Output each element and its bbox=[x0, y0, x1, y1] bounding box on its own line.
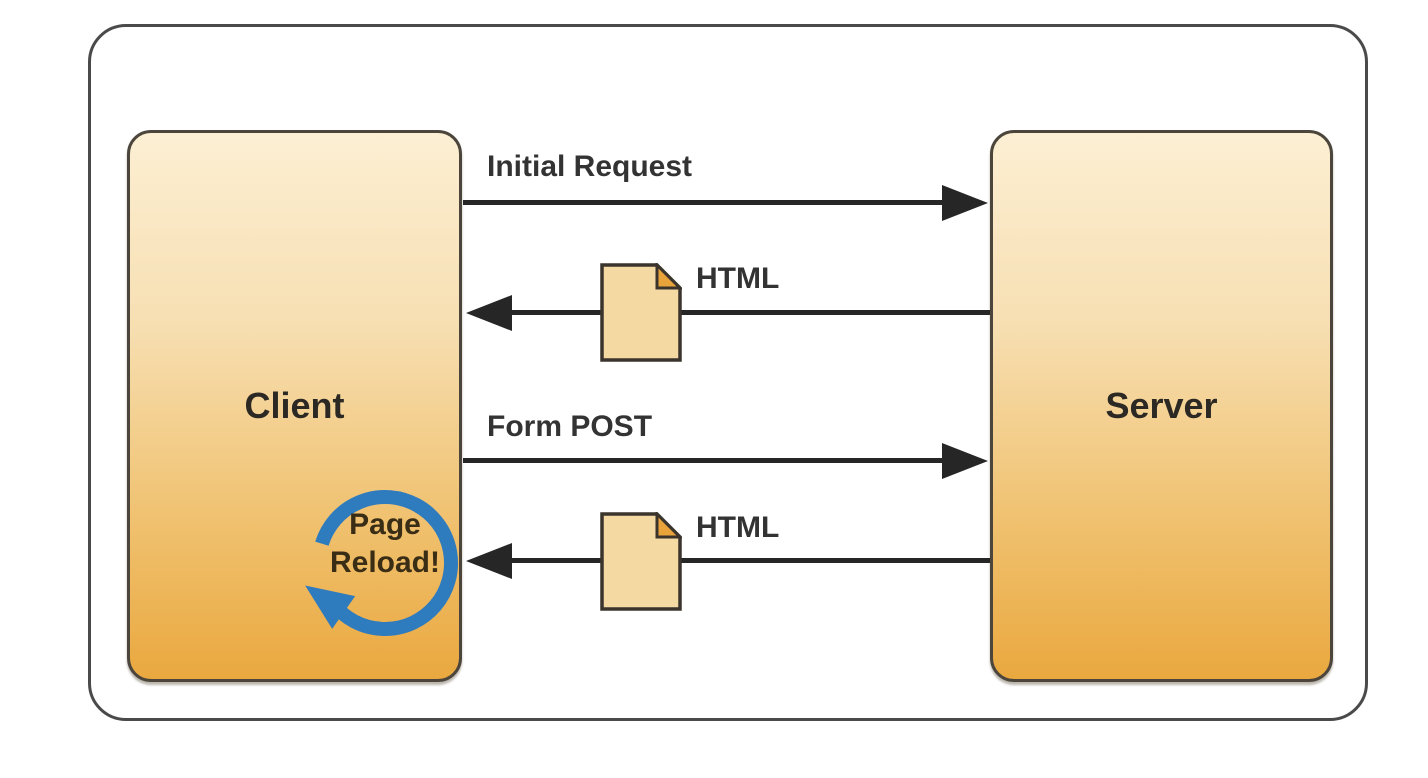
message-label: HTML bbox=[696, 262, 780, 295]
client-label: Client bbox=[244, 385, 345, 426]
document-fold bbox=[655, 512, 682, 539]
document-icon bbox=[600, 512, 682, 611]
page-reload-line2: Reload! bbox=[329, 546, 440, 579]
client-box bbox=[127, 130, 462, 682]
arrow-right-icon bbox=[942, 185, 988, 221]
arrow-line bbox=[463, 200, 945, 205]
reload-arc bbox=[315, 490, 459, 636]
message-label: Initial Request bbox=[487, 150, 693, 183]
message-label: Form POST bbox=[487, 410, 653, 443]
page-reload-line1: Page bbox=[349, 508, 421, 541]
server-box bbox=[990, 130, 1333, 682]
arrow-right-icon bbox=[942, 443, 988, 479]
document-icon bbox=[600, 263, 682, 362]
arrow-line bbox=[508, 310, 990, 315]
document-fold bbox=[655, 263, 682, 290]
arrow-left-icon bbox=[466, 295, 512, 331]
message-label: HTML bbox=[696, 511, 780, 544]
reload-arrow-tip bbox=[305, 585, 356, 629]
page-reload-icon bbox=[305, 490, 459, 636]
arrow-left-icon bbox=[466, 543, 512, 579]
server-label: Server bbox=[1105, 385, 1218, 426]
page-reload-label: Page Reload! bbox=[305, 506, 465, 582]
arrow-line bbox=[508, 558, 990, 563]
arrow-line bbox=[463, 458, 945, 463]
